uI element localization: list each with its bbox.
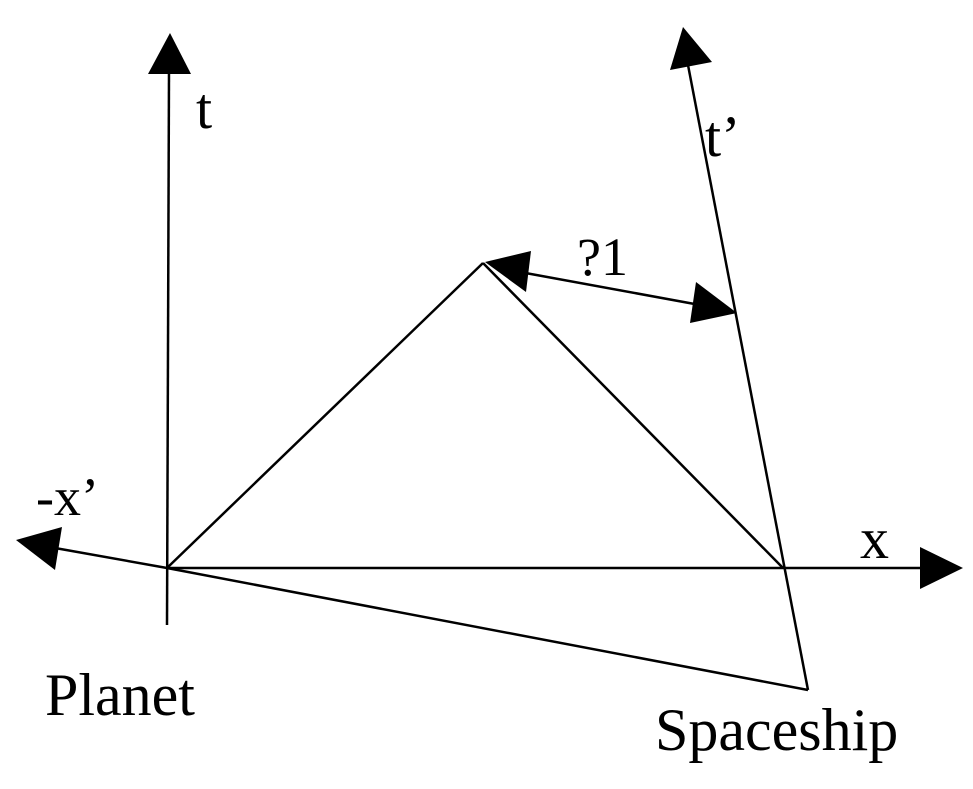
x-axis-arrowhead-icon (920, 547, 963, 589)
t-axis-arrowhead-icon (148, 33, 191, 74)
distance-marker-label: ?1 (577, 227, 628, 287)
spaceship-label: Spaceship (655, 697, 899, 763)
t-prime-axis-arrowhead-icon (670, 27, 712, 70)
distance-arrow-right-head-icon (690, 282, 737, 323)
light-path-back (482, 262, 784, 569)
planet-label: Planet (45, 662, 195, 728)
t-prime-axis-line (686, 64, 810, 691)
t-axis-line (165, 69, 171, 626)
t-axis-label: t (196, 76, 213, 141)
distance-arrow-line (519, 270, 701, 307)
planet-spaceship-line (166, 566, 809, 692)
neg-x-prime-axis-label: -x’ (36, 467, 99, 527)
neg-x-prime-arrowhead-icon (16, 527, 62, 570)
t-prime-axis-label: t’ (705, 104, 741, 169)
distance-arrow-left-head-icon (485, 251, 531, 292)
light-path-out (166, 262, 484, 569)
neg-x-prime-axis-line (54, 546, 168, 570)
x-axis-label: x (860, 506, 889, 571)
